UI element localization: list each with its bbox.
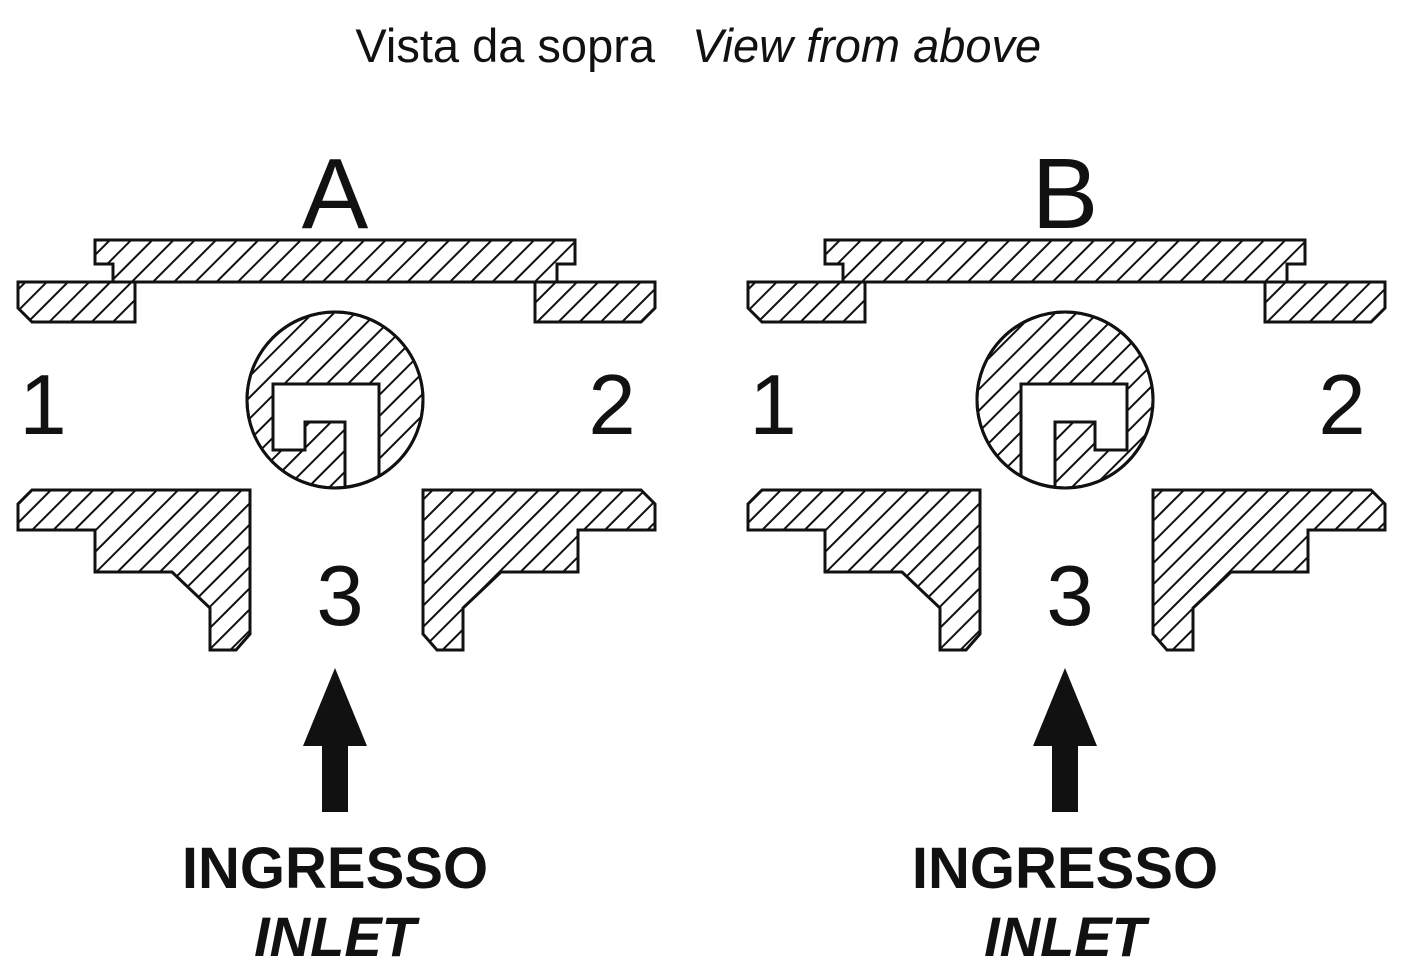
valve-b-ball-outline xyxy=(975,310,1155,490)
valve-b-ingresso-label: INGRESSO xyxy=(912,836,1218,901)
valve-b-port-1-label: 1 xyxy=(749,358,796,453)
valve-a-port-2-label: 2 xyxy=(588,358,635,453)
valve-b-ball xyxy=(975,310,1155,490)
valve-a-inlet-label: INLET xyxy=(254,905,421,968)
valve-a-ingresso-label: INGRESSO xyxy=(182,836,488,901)
valve-b-label: B xyxy=(1032,138,1099,250)
valve-a-inlet-arrow-icon xyxy=(303,668,367,812)
valve-a-label: A xyxy=(302,138,369,250)
title-english: View from above xyxy=(692,19,1041,72)
valve-a-ball-outline xyxy=(245,310,425,490)
valve-a-port-3-label: 3 xyxy=(316,549,363,644)
valve-a-port-1-label: 1 xyxy=(19,358,66,453)
valve-b-inlet-arrow-icon xyxy=(1033,668,1097,812)
valve-b-diagram: B 1 2 3 INGRESSO INLET xyxy=(746,138,1387,968)
valve-b-port-2-label: 2 xyxy=(1318,358,1365,453)
title-italian: Vista da sopra xyxy=(355,19,655,72)
valve-a-ball xyxy=(245,310,425,490)
valve-b-inlet-label: INLET xyxy=(984,905,1151,968)
valve-b-port-3-label: 3 xyxy=(1046,549,1093,644)
valve-a-diagram: A 1 2 3 INGRESSO INLET xyxy=(16,138,657,968)
